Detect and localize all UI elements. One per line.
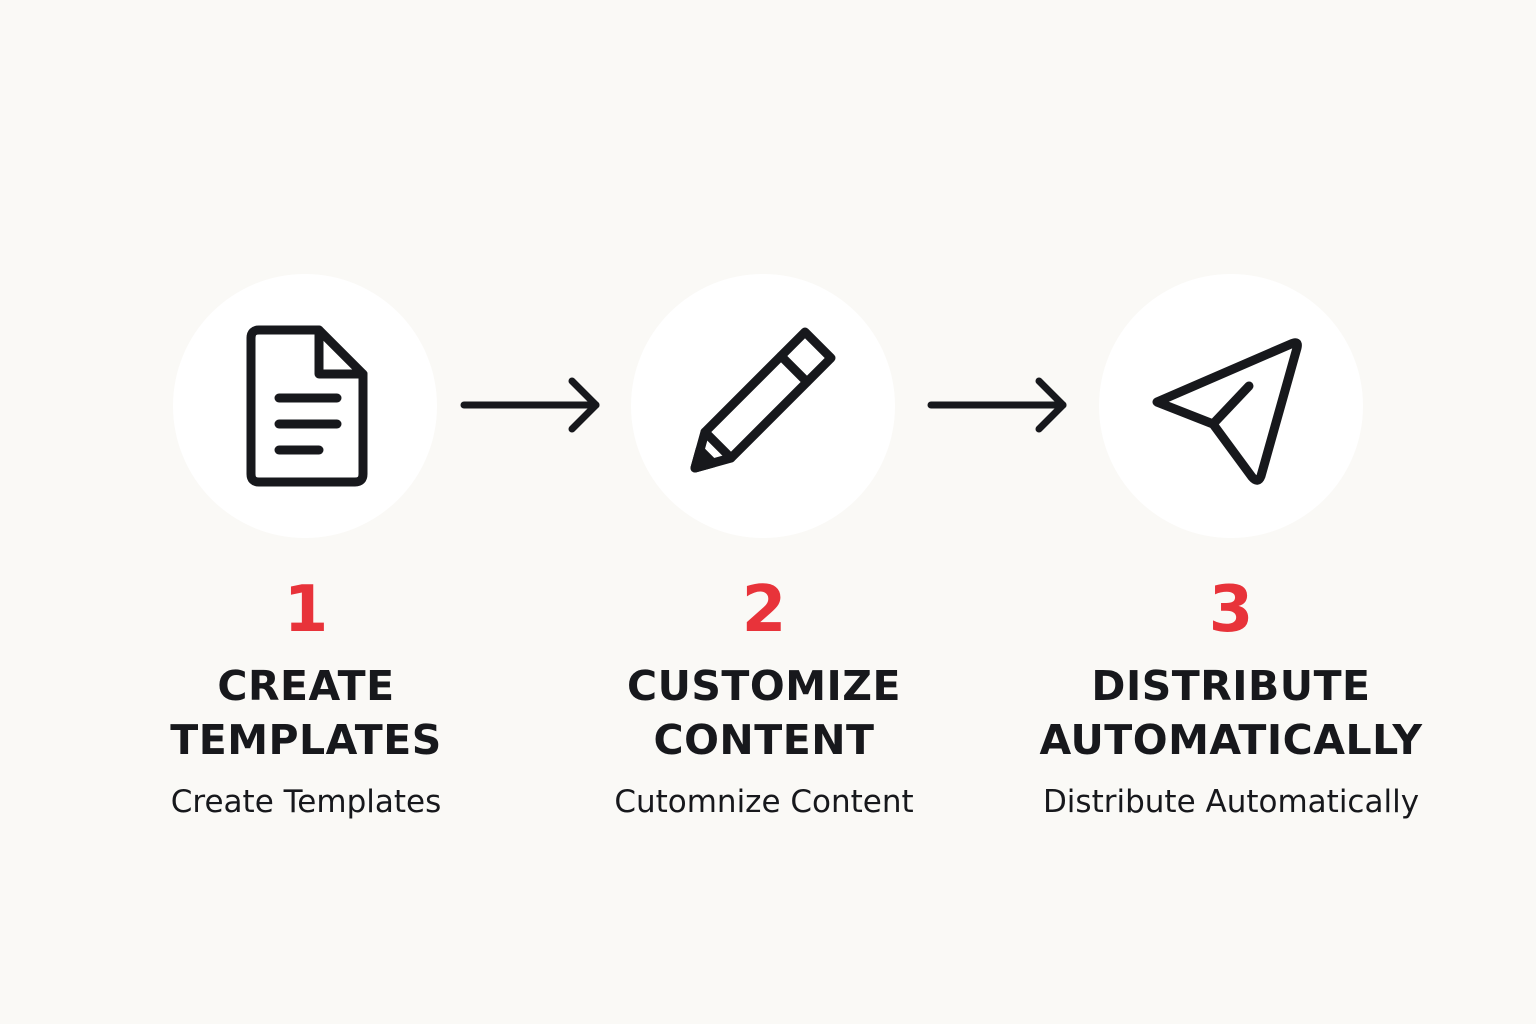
step-3-title: DISTRIBUTE AUTOMATICALLY bbox=[1001, 659, 1461, 767]
step-2-subtitle: Cutomnize Content bbox=[614, 784, 914, 820]
step-3-title-line-2: AUTOMATICALLY bbox=[1039, 716, 1423, 764]
step-1-title: CREATE TEMPLATES bbox=[76, 659, 536, 767]
step-2-title: CUSTOMIZE CONTENT bbox=[534, 659, 994, 767]
step-3-icon-circle bbox=[1099, 274, 1363, 538]
step-1-subtitle: Create Templates bbox=[170, 784, 442, 820]
step-1-title-line-2: TEMPLATES bbox=[170, 716, 442, 764]
step-2-title-line-2: CONTENT bbox=[653, 716, 875, 764]
step-2-number: 2 bbox=[741, 573, 787, 647]
step-3-title-line-1: DISTRIBUTE bbox=[1091, 662, 1371, 710]
paper-plane-icon bbox=[1152, 338, 1302, 485]
step-2-icon-circle bbox=[631, 274, 895, 538]
step-3-subtitle: Distribute Automatically bbox=[1042, 784, 1420, 820]
step-1-title-line-1: CREATE bbox=[217, 662, 395, 710]
document-icon bbox=[246, 325, 368, 487]
step-1-icon-circle bbox=[173, 274, 437, 538]
pencil-icon bbox=[690, 327, 836, 473]
step-2-title-line-1: CUSTOMIZE bbox=[626, 662, 902, 710]
step-3-number: 3 bbox=[1208, 573, 1254, 647]
arrow-right-icon bbox=[927, 377, 1067, 433]
arrow-right-icon bbox=[460, 377, 600, 433]
step-1-number: 1 bbox=[283, 573, 329, 647]
